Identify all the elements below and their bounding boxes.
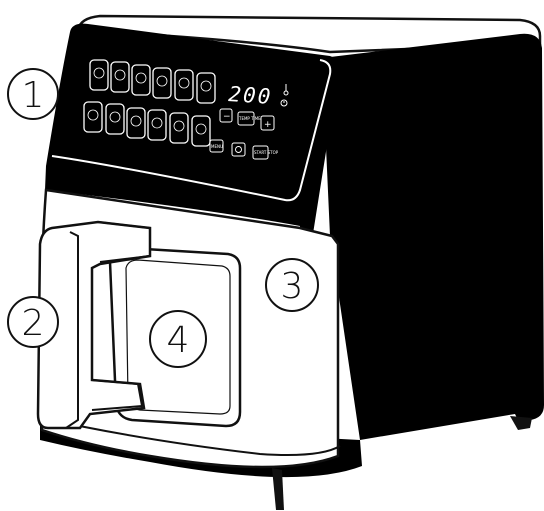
callout-4-number: 4 [167,320,190,361]
callout-2: 2 [8,297,58,347]
body-side [322,34,544,440]
temp-time-label: TEMP TIME [238,116,261,121]
minus-label: − [223,112,231,122]
menu-label: MENU [211,144,223,149]
callout-4: 4 [150,311,206,367]
callout-1: 1 [8,69,58,119]
front-foot [272,468,284,510]
start-stop-label: START STOP [254,150,279,155]
callout-3: 3 [266,259,318,311]
callout-1-number: 1 [22,75,45,116]
rear-foot [510,416,532,430]
callout-3-number: 3 [281,266,304,307]
callout-2-number: 2 [22,303,45,344]
plus-label: + [264,120,272,130]
temperature-display: 200 [228,82,274,109]
